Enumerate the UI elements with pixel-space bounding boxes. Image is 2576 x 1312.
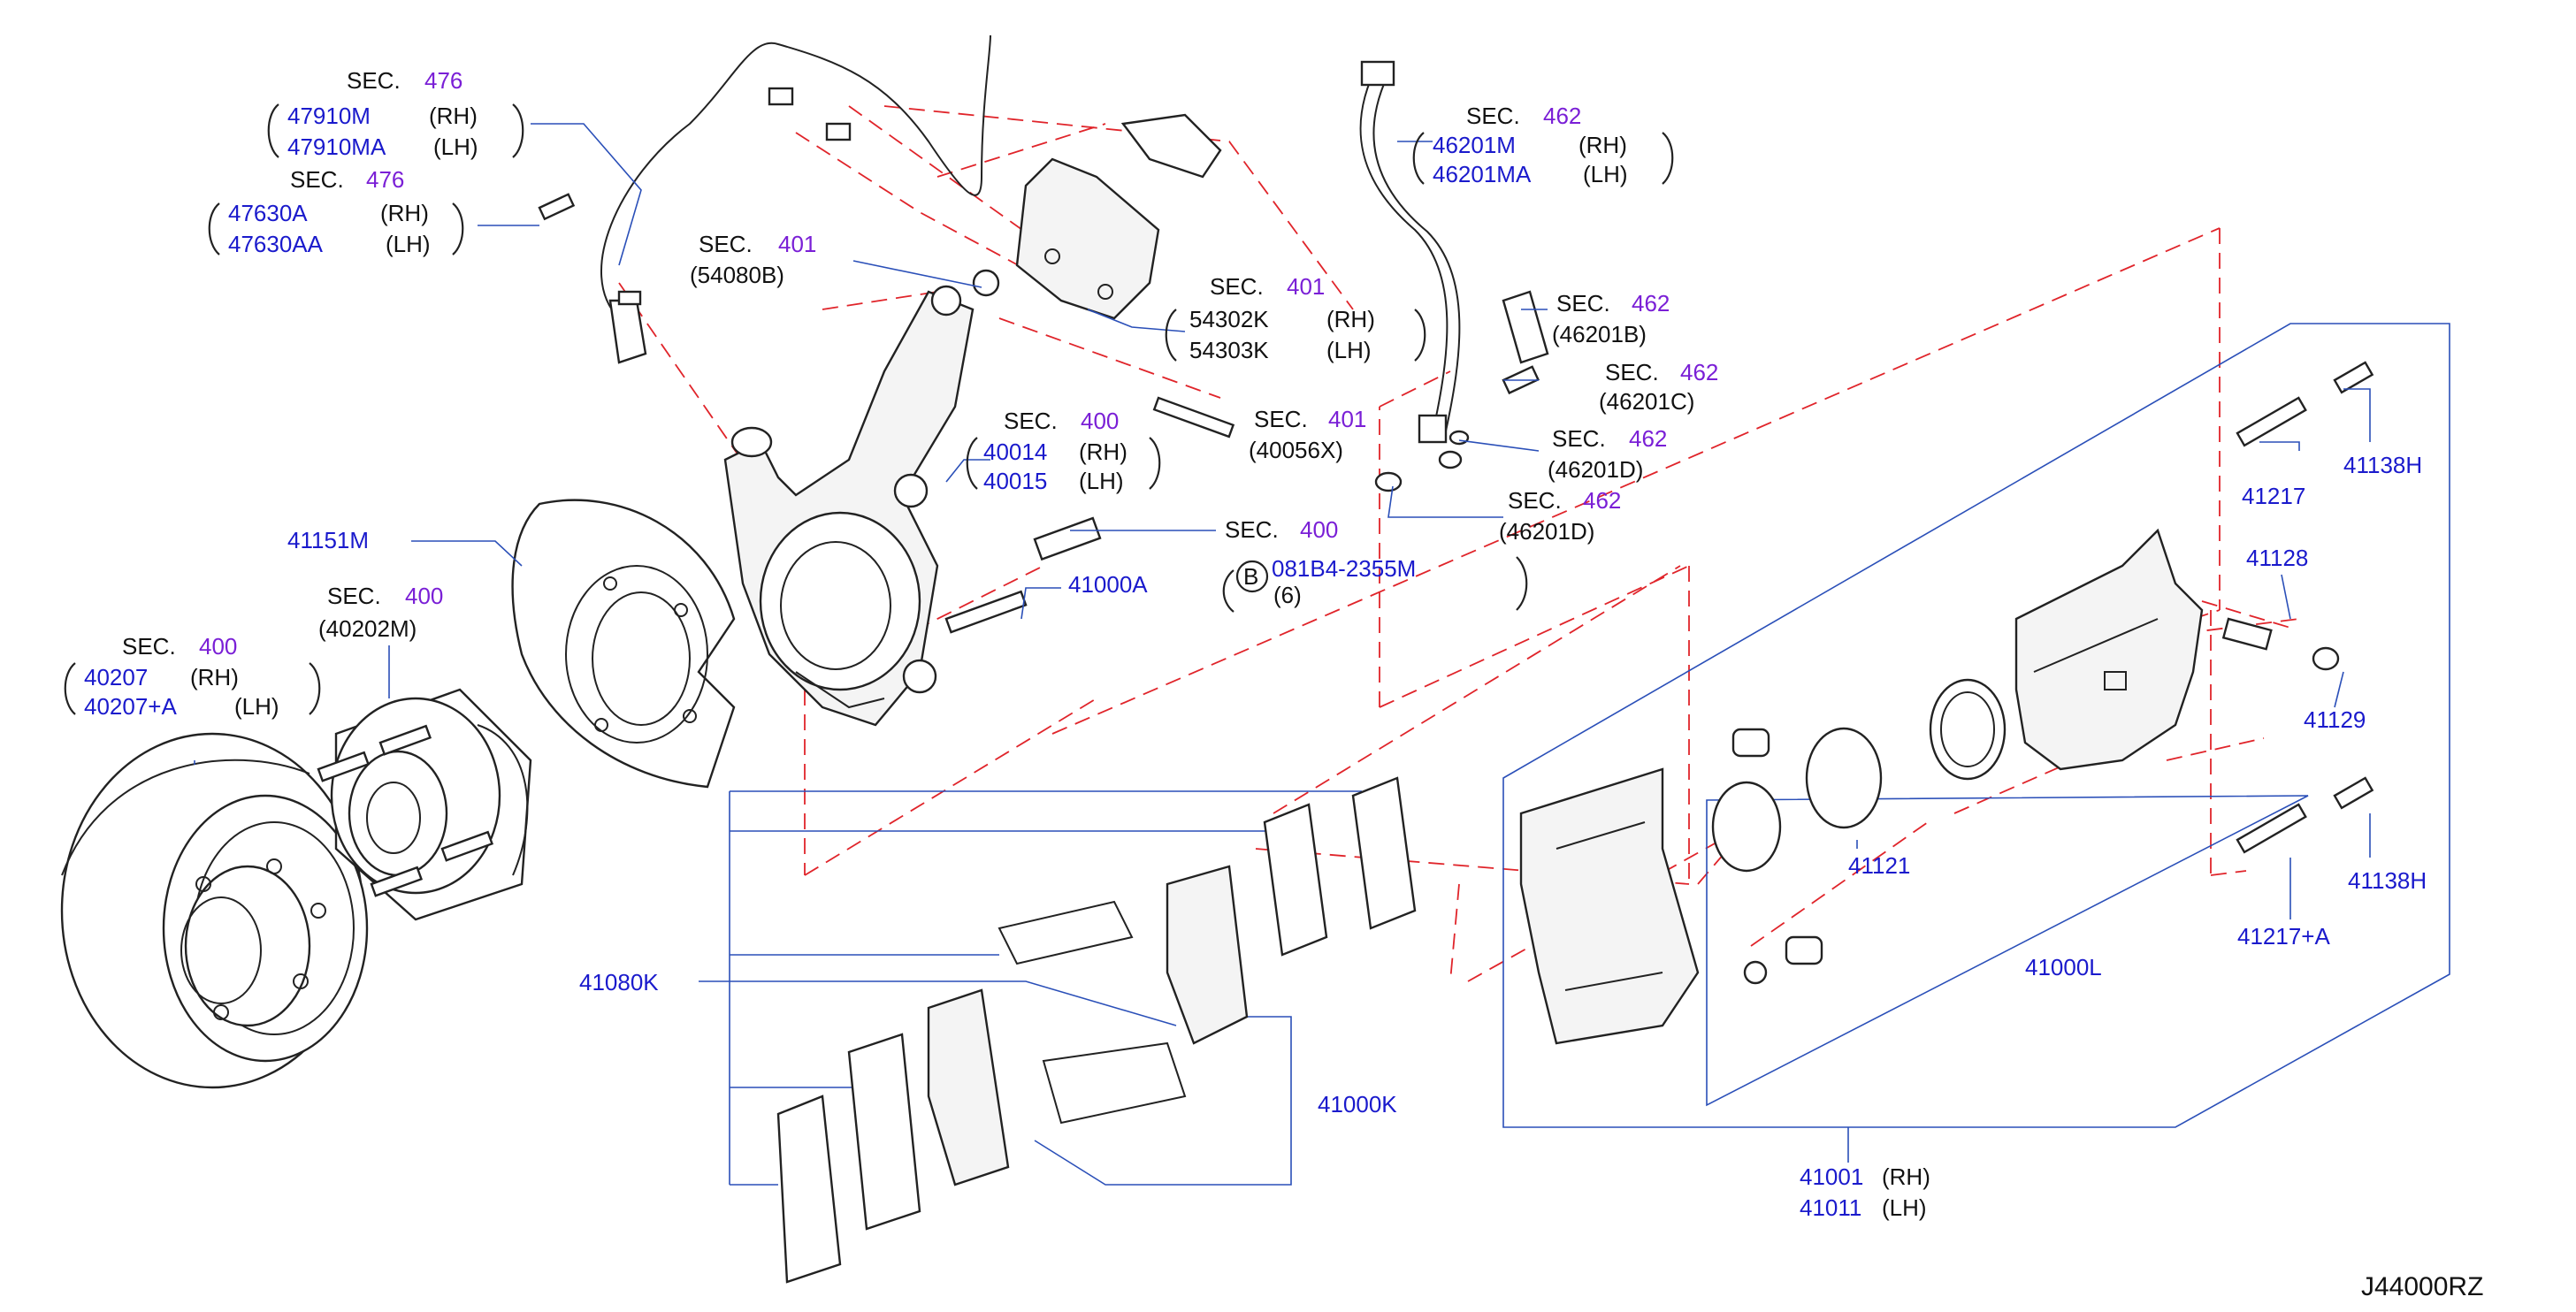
knuckle-sec-word: SEC. bbox=[1004, 408, 1058, 434]
pad-kit-part-number: 41080K bbox=[579, 969, 659, 995]
bolt3-sec-word: SEC. bbox=[1225, 516, 1279, 543]
wheel-hub bbox=[317, 688, 532, 921]
bracket-rh-label: (RH) bbox=[1326, 306, 1375, 332]
union-sec-word: SEC. bbox=[1605, 359, 1659, 385]
pad-set-part-number: 41000K bbox=[1318, 1091, 1397, 1117]
caliper-kit-part-number: 41000L bbox=[2025, 954, 2102, 980]
knuckle-part-lh: 40015 bbox=[983, 468, 1047, 494]
bracket-part-rh: 54302K bbox=[1189, 306, 1269, 332]
clip-sec-word: SEC. bbox=[1556, 290, 1610, 317]
diagram-code: J44000RZ bbox=[2361, 1272, 2483, 1301]
labels: SEC. 476 47910M (RH) 47910MA (LH) SEC. 4… bbox=[84, 67, 2483, 1301]
bracket-sec-number: 401 bbox=[1287, 273, 1325, 300]
bleeder-cap-part-number: 41129 bbox=[2304, 706, 2366, 733]
gasket-sec-word: SEC. bbox=[1552, 425, 1606, 452]
steering-knuckle bbox=[723, 285, 975, 727]
knuckle-part-rh: 40014 bbox=[983, 439, 1047, 465]
bolt-lh-label: (LH) bbox=[386, 231, 431, 257]
knuckle-sec-number: 400 bbox=[1081, 408, 1119, 434]
bracket-lh-label: (LH) bbox=[1326, 337, 1372, 363]
bolt-rh-label: (RH) bbox=[380, 200, 429, 226]
caliper-body bbox=[2014, 528, 2204, 771]
plate-part-number: 41151M bbox=[287, 527, 369, 553]
bolts bbox=[538, 193, 2374, 854]
piston-seal-part-number: 41121 bbox=[1848, 852, 1910, 879]
clip-part-number: (46201B) bbox=[1552, 321, 1647, 347]
bolt2-part-number: (40056X) bbox=[1249, 437, 1343, 463]
bolt3-quantity: (6) bbox=[1273, 582, 1302, 608]
bracket-part-lh: 54303K bbox=[1189, 337, 1269, 363]
gasket2-sec-number: 462 bbox=[1583, 487, 1621, 514]
knuckle-rh-label: (RH) bbox=[1079, 439, 1127, 465]
back-plate bbox=[511, 499, 736, 789]
pin1-bolt-part-number: 41138H bbox=[2343, 452, 2422, 478]
rotor-lh-label: (LH) bbox=[234, 693, 279, 720]
brake-pads bbox=[776, 776, 1417, 1284]
bolt3-sec-number: 400 bbox=[1300, 516, 1338, 543]
sensor-part-rh: 47910M bbox=[287, 103, 371, 129]
pin2-bolt-part-number: 41138H bbox=[2348, 867, 2427, 894]
bleeder-part-number: 41128 bbox=[2246, 545, 2308, 571]
hub-sec-word: SEC. bbox=[327, 583, 381, 609]
bolt-part-lh: 47630AA bbox=[228, 231, 324, 257]
hose-part-lh: 46201MA bbox=[1433, 161, 1532, 187]
sensor-lh-label: (LH) bbox=[433, 133, 478, 160]
union-part-number: (46201C) bbox=[1599, 388, 1694, 415]
gasket-sec-number: 462 bbox=[1629, 425, 1667, 452]
caliper-lh-label: (LH) bbox=[1882, 1194, 1927, 1221]
hose-lh-label: (LH) bbox=[1583, 161, 1628, 187]
bracket-sec-word: SEC. bbox=[1210, 273, 1264, 300]
bolt-part-rh: 47630A bbox=[228, 200, 308, 226]
gasket2-sec-word: SEC. bbox=[1508, 487, 1562, 514]
brake-rotor bbox=[60, 732, 369, 1089]
nut-sec-number: 401 bbox=[778, 231, 816, 257]
bolt4-part-number: 41000A bbox=[1068, 571, 1148, 598]
caliper-rh-label: (RH) bbox=[1882, 1163, 1930, 1190]
union-sec-number: 462 bbox=[1680, 359, 1718, 385]
pad-kit-brackets bbox=[699, 790, 1362, 1186]
clip-sec-number: 462 bbox=[1632, 290, 1670, 317]
gasket2-part-number: (46201D) bbox=[1499, 518, 1594, 545]
knuckle-lh-label: (LH) bbox=[1079, 468, 1124, 494]
bolt-sec-number: 476 bbox=[366, 166, 404, 193]
bolt2-sec-number: 401 bbox=[1328, 406, 1366, 432]
speed-sensor bbox=[600, 34, 991, 364]
pin1-part-number: 41217 bbox=[2242, 483, 2305, 509]
nut-sec-word: SEC. bbox=[699, 231, 753, 257]
caliper-part-rh: 41001 bbox=[1800, 1163, 1863, 1190]
piston-and-seals bbox=[1711, 678, 2007, 985]
caliper-bracket bbox=[1519, 767, 1700, 1045]
sensor-bracket bbox=[1015, 113, 1222, 320]
rotor-part-lh: 40207+A bbox=[84, 693, 177, 720]
sensor-sec-word: SEC. bbox=[347, 67, 401, 94]
hose-rh-label: (RH) bbox=[1578, 132, 1627, 158]
rotor-sec-number: 400 bbox=[199, 633, 237, 660]
bolt-sec-word: SEC. bbox=[290, 166, 344, 193]
sensor-sec-number: 476 bbox=[424, 67, 462, 94]
hub-sec-number: 400 bbox=[405, 583, 443, 609]
rotor-sec-word: SEC. bbox=[122, 633, 176, 660]
label-brackets bbox=[64, 103, 1674, 715]
nut-part-number: (54080B) bbox=[690, 262, 784, 288]
leader-lines bbox=[194, 123, 2371, 1163]
bolt3-part-number: 081B4-2355M bbox=[1272, 555, 1416, 582]
gasket-part-number: (46201D) bbox=[1548, 456, 1643, 483]
hose-sec-number: 462 bbox=[1543, 103, 1581, 129]
bolt2-sec-word: SEC. bbox=[1254, 406, 1308, 432]
hose-part-rh: 46201M bbox=[1433, 132, 1516, 158]
pin2-part-number: 41217+A bbox=[2237, 923, 2330, 950]
rotor-part-rh: 40207 bbox=[84, 664, 148, 690]
caliper-group-frame bbox=[1502, 323, 2450, 1128]
sensor-part-lh: 47910MA bbox=[287, 133, 386, 160]
sensor-rh-label: (RH) bbox=[429, 103, 478, 129]
rotor-rh-label: (RH) bbox=[190, 664, 239, 690]
caliper-part-lh: 41011 bbox=[1800, 1194, 1861, 1221]
hub-part-number: (40202M) bbox=[318, 615, 417, 642]
hose-sec-word: SEC. bbox=[1466, 103, 1520, 129]
brake-hose bbox=[1359, 60, 1549, 492]
bolt3-marker: B bbox=[1243, 563, 1258, 590]
